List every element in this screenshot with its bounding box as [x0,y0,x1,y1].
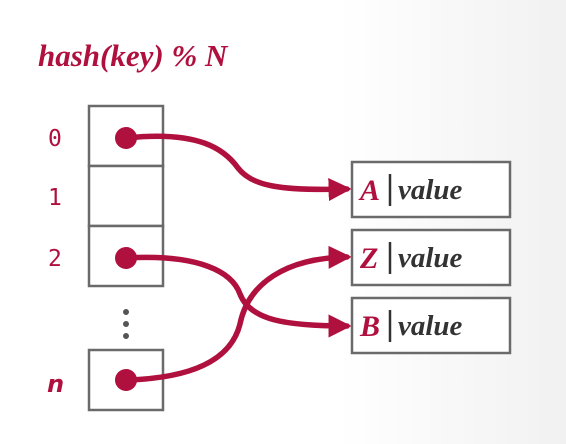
entry-value: value [398,174,463,206]
slot-box-1 [87,164,165,228]
entry-key: Z [359,242,378,275]
slot-index-label: 0 [48,126,62,152]
hash-formula: hash(key) % N [38,38,229,73]
slot-index-label: 2 [48,246,62,272]
entry-box: Z value [350,228,512,287]
ellipsis-icon [123,309,129,339]
pointer-arrow-0-to-a [123,133,352,202]
pointer-dot [115,369,137,391]
pointer-dot [115,247,137,269]
entry-value: value [398,242,463,274]
slot-index-label: 1 [48,185,62,211]
pointer-arrow-2-to-b [123,254,352,338]
entry-key: A [358,174,380,207]
slot-index-label: n [47,370,64,398]
pointer-dot [115,127,137,149]
entry-key: B [359,310,380,343]
pointer-arrow-n-to-z [123,245,352,383]
entry-box: A value [350,160,512,219]
entry-value: value [398,310,463,342]
entry-box: B value [350,296,512,355]
